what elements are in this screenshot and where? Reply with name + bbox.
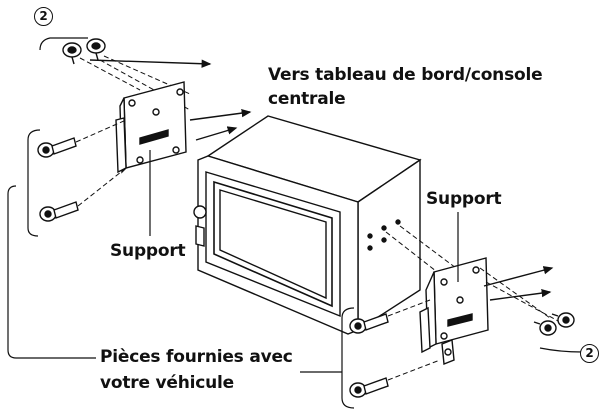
parts-label-line2: votre véhicule <box>100 373 234 393</box>
head-unit <box>193 115 422 335</box>
ref-marker-bottom: 2 <box>580 344 599 363</box>
arrow-icon <box>483 266 554 287</box>
bolt-icon <box>86 38 106 61</box>
top-bolts-group <box>39 37 106 65</box>
support-label-right: Support <box>426 189 502 209</box>
arrow-icon <box>89 59 212 68</box>
arrow-icon <box>195 126 238 141</box>
bolt-icon <box>551 312 575 328</box>
dashboard-label-line2: centrale <box>268 89 346 109</box>
ref-marker-top: 2 <box>34 7 53 26</box>
dashboard-label-line1: Vers tableau de bord/console <box>268 65 543 85</box>
parts-label-line1: Pièces fournies avec <box>100 347 293 367</box>
support-label-left: Support <box>110 241 186 261</box>
left-bracket <box>115 81 187 174</box>
screw-icon <box>39 201 79 222</box>
arrow-icon <box>189 108 252 121</box>
screw-icon <box>349 313 389 334</box>
bolt-icon <box>62 42 82 65</box>
right-bracket <box>419 257 489 365</box>
screw-icon <box>349 377 389 398</box>
screw-icon <box>37 137 77 158</box>
bolt-icon <box>533 320 557 336</box>
